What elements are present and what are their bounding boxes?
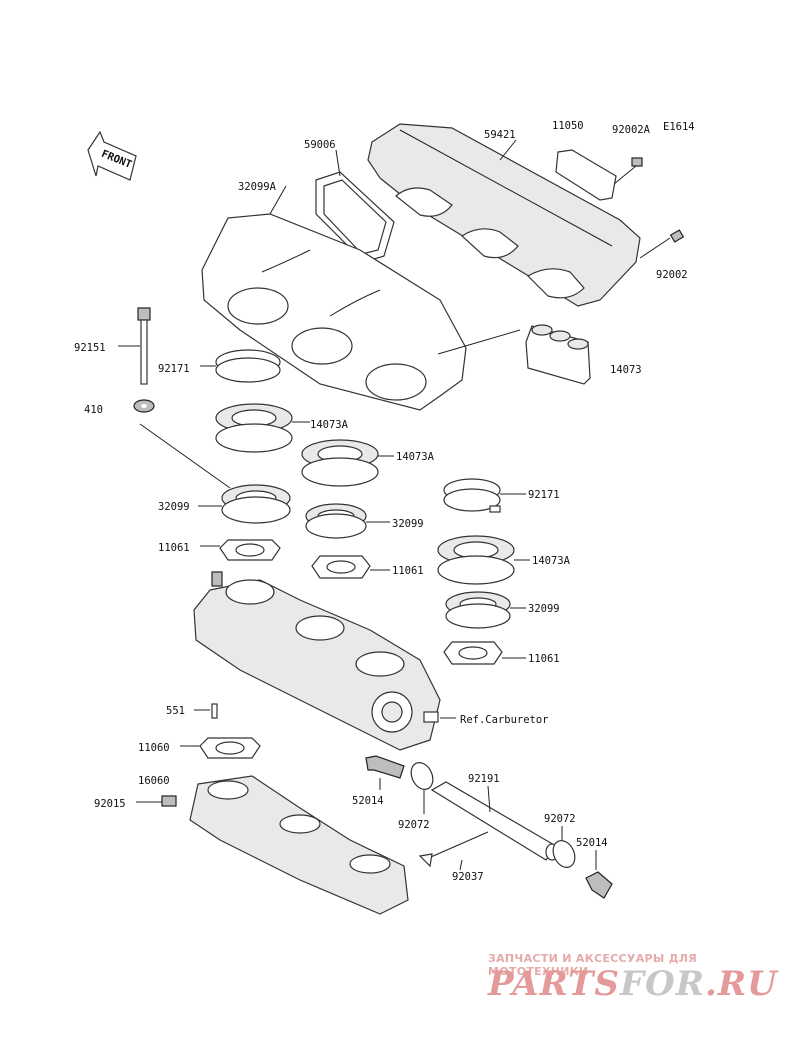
boot-14073a-b [301,439,379,487]
intake-manifold [189,775,409,915]
label-14073a-c: 14073A [532,555,571,567]
screw-92002a-icon [613,157,643,185]
diagram-code: E1614 [663,121,695,133]
gasket-59006 [315,171,395,263]
watermark-brand-part3: .RU [705,964,778,1004]
clamp-92171-a [215,349,281,383]
label-14073: 14073 [610,364,642,376]
clamp-92171-b [443,478,501,513]
label-11050: 11050 [552,120,584,132]
label-92171-b: 92171 [528,489,560,501]
label-92002: 92002 [656,269,688,281]
label-92191: 92191 [468,773,500,785]
label-14073a-b: 14073A [396,451,435,463]
fitting-52014-a-icon [365,755,405,779]
front-arrow-icon: FRONT [87,130,137,181]
cable-tie-92037-icon [418,831,489,868]
label-410: 410 [84,404,103,416]
label-16060: 16060 [138,775,170,787]
watermark-brand-part2: FOR [620,964,706,1004]
label-ref-carburetor: Ref.Carburetor [460,714,549,726]
seal-32099-c [445,591,511,629]
label-32099a: 32099A [238,181,277,193]
gasket-11060 [199,737,261,759]
label-14073a-a: 14073A [310,419,349,431]
label-52014-b: 52014 [576,837,608,849]
watermark-subtitle: ЗАПЧАСТИ И АКСЕССУАРЫ ДЛЯ МОТОТЕХНИКИ [488,952,698,978]
watermark-brand-part1: PARTS [488,964,620,1004]
carburetor-assembly [193,571,456,751]
leader-lines [118,139,597,871]
boot-14073a-c [437,535,515,585]
gasket-11061-c [443,641,503,665]
label-32099-a: 32099 [158,501,190,513]
label-551: 551 [166,705,185,717]
label-92072-a: 92072 [398,819,430,831]
label-92151: 92151 [74,342,106,354]
triple-boot [525,324,591,385]
label-92002a: 92002A [612,124,651,136]
seal-32099-a [221,484,291,524]
label-11061-a: 11061 [158,542,190,554]
lid-plate [555,149,617,201]
watermark-logo: PARTSFOR.RU [488,964,788,1004]
label-92072-b: 92072 [544,813,576,825]
nut-92015-icon [161,795,177,807]
label-32099-b: 32099 [392,518,424,530]
screw-92002-icon [639,229,685,259]
airbox-body [201,213,521,411]
boot-14073a-a [215,403,293,453]
gasket-11061-a [219,539,281,561]
label-59006: 59006 [304,139,336,151]
pin-551-icon [211,703,218,719]
washer-410-icon [133,399,231,489]
label-11060: 11060 [138,742,170,754]
clip-92072-a-icon [410,762,434,790]
label-32099-c: 32099 [528,603,560,615]
label-92037: 92037 [452,871,484,883]
label-92171-a: 92171 [158,363,190,375]
airbox-lid [367,123,641,307]
label-11061-b: 11061 [392,565,424,577]
gasket-11061-b [311,555,371,579]
label-92015: 92015 [94,798,126,810]
label-11061-c: 11061 [528,653,560,665]
seal-32099-b [305,503,367,539]
label-52014-a: 52014 [352,795,384,807]
label-59421: 59421 [484,129,516,141]
fitting-52014-b-icon [585,871,613,899]
clip-92072-b-icon [552,840,576,868]
bolt-92151-icon [137,307,151,385]
